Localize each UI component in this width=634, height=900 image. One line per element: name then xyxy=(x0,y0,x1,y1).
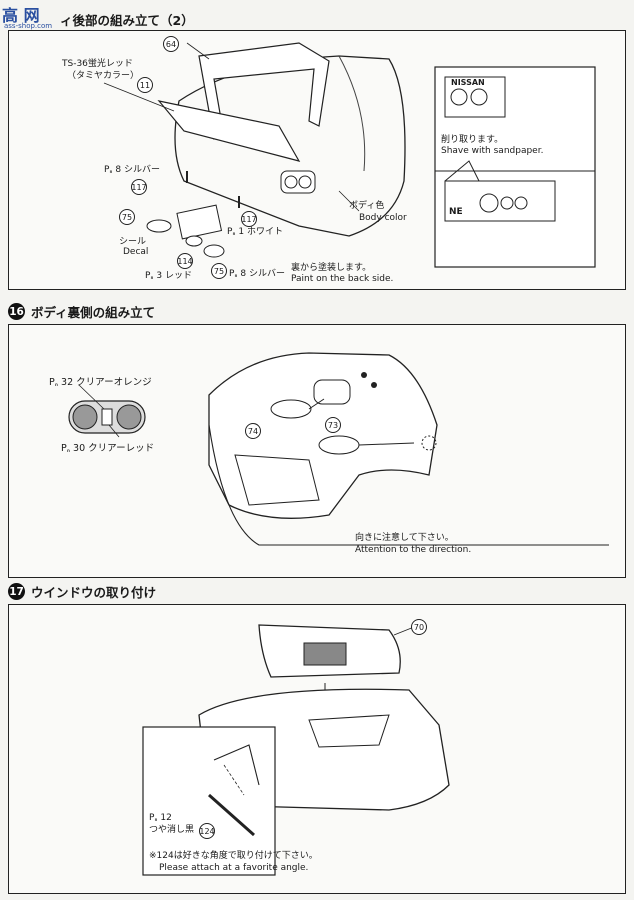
step-17-panel: 70 P₏ 12 つや消し黒 124 ※124は好きな角度で取り付けて下さい。 … xyxy=(8,604,626,894)
section-title: ウインドウの取り付け xyxy=(31,585,157,600)
flat-black-label: つや消し黒 xyxy=(149,825,195,835)
part-74: 74 xyxy=(245,423,261,439)
step-17-drawing xyxy=(142,624,450,876)
section-number: 17 xyxy=(8,583,25,600)
part-117-b: 117 xyxy=(241,211,257,227)
backside-note-en: Paint on the back side. xyxy=(291,274,394,284)
angle-note-jp: ※124は好きな角度で取り付けて下さい。 xyxy=(149,851,318,861)
step-15-panel: 64 TS-36蛍光レッド （タミヤカラー） 11 P₏ 8 シルバー 117 … xyxy=(8,30,626,290)
angle-note-en: Please attach at a favorite angle. xyxy=(159,863,309,873)
section-header-17: 17 ウインドウの取り付け xyxy=(8,582,156,601)
part-75-a: 75 xyxy=(119,209,135,225)
part-117-a: 117 xyxy=(131,179,147,195)
white-label: P₏ 1 ホワイト xyxy=(227,227,284,237)
part-73: 73 xyxy=(325,417,341,433)
silver-label-top: P₏ 8 シルバー xyxy=(104,165,161,175)
backside-note-jp: 裏から塗装します。 xyxy=(291,263,372,273)
paint-ts36-sub: （タミヤカラー） xyxy=(67,71,140,81)
flat-black-code: P₏ 12 xyxy=(149,813,172,823)
red-label: P₏ 3 レッド xyxy=(145,271,193,281)
decal-label-en: Decal xyxy=(123,247,149,257)
site-logo-sub: ass-shop.com xyxy=(4,22,53,30)
part-70: 70 xyxy=(411,619,427,635)
shave-note-en: Shave with sandpaper. xyxy=(441,146,544,156)
section-header-16: 16 ボディ裏側の組み立て xyxy=(8,302,155,321)
part-11: 11 xyxy=(137,77,153,93)
step-16-panel: P₏ 32 クリアーオレンジ P₏ 30 クリアーレッド 74 73 向きに注意… xyxy=(8,324,626,578)
step-16-drawing xyxy=(68,352,609,546)
body-color-en: Body color xyxy=(359,213,407,223)
part-114: 114 xyxy=(177,253,193,269)
part-75-b: 75 xyxy=(211,263,227,279)
paint-ts36-label: TS-36蛍光レッド xyxy=(62,59,133,69)
part-124: 124 xyxy=(199,823,215,839)
direction-note-jp: 向きに注意して下さい。 xyxy=(355,533,454,543)
nissan-text: NISSAN xyxy=(451,78,485,87)
decal-label-jp: シール xyxy=(119,237,147,247)
part-64: 64 xyxy=(163,36,179,52)
clear-red-label: P₏ 30 クリアーレッド xyxy=(61,443,155,454)
shave-note-jp: 削り取ります。 xyxy=(441,135,504,145)
section-title: ボディ裏側の組み立て xyxy=(31,305,156,320)
silver-label-bottom: P₏ 8 シルバー xyxy=(229,269,286,279)
body-color-jp: ボディ色 xyxy=(349,201,385,211)
section-number: 16 xyxy=(8,303,25,320)
site-logo: 高 网 xyxy=(2,6,40,25)
section-header-15: ィ後部の組み立て（2） xyxy=(60,10,194,29)
step-15-drawing xyxy=(103,42,596,268)
clear-orange-label: P₏ 32 クリアーオレンジ xyxy=(49,377,152,388)
section-title: ィ後部の組み立て（2） xyxy=(60,13,194,28)
ne-text: NE xyxy=(449,207,463,217)
direction-note-en: Attention to the direction. xyxy=(355,545,472,555)
